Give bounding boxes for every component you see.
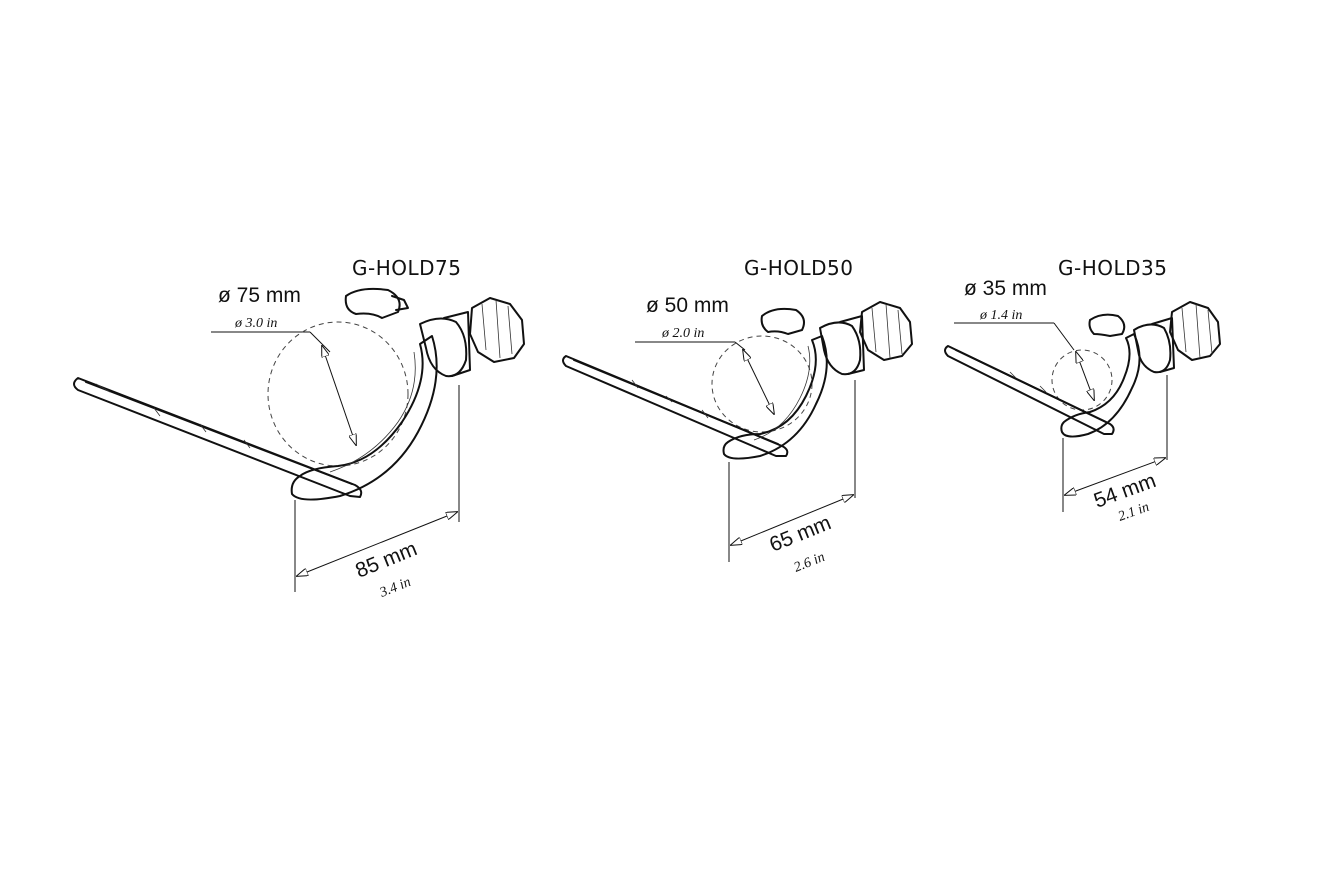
diameter-arrow-g-hold35 (1076, 352, 1094, 400)
diameter-in-label-g-hold35: ø 1.4 in (979, 308, 1022, 323)
width-mm-label-g-hold50: 65 mm (766, 511, 834, 556)
diameter-circle-g-hold50 (711, 335, 813, 433)
holder-drawing-g-hold35 (944, 301, 1221, 438)
diameter-mm-label-g-hold50: ø 50 mm (646, 294, 729, 317)
diameter-arrow-g-hold75 (322, 346, 356, 445)
model-label-g-hold50: G-HOLD50 (744, 256, 854, 280)
diameter-leader-diag-g-hold50 (734, 341, 746, 351)
width-mm-label-g-hold35: 54 mm (1091, 469, 1159, 513)
model-label-g-hold35: G-HOLD35 (1058, 256, 1168, 280)
diameter-leader-diag-g-hold75 (309, 331, 331, 353)
diameter-in-label-g-hold50: ø 2.0 in (661, 326, 704, 341)
width-arrow-g-hold35 (1065, 458, 1165, 495)
holder-g-hold75: G-HOLD75 ø 75 mm ø 3.0 in 85 mm 3.4 in (73, 256, 525, 601)
width-mm-label-g-hold75: 85 mm (352, 537, 420, 582)
holder-g-hold35: G-HOLD35 ø 35 mm ø 1.4 in 54 mm 2.1 in (944, 256, 1221, 525)
width-arrow-g-hold75 (297, 512, 457, 576)
holder-g-hold50: G-HOLD50 ø 50 mm ø 2.0 in 65 mm 2.6 in (562, 256, 913, 576)
width-in-label-g-hold75: 3.4 in (377, 575, 413, 601)
holder-drawing-g-hold50 (562, 301, 913, 460)
diameter-leader-diag-g-hold35 (1053, 322, 1075, 351)
diameter-in-label-g-hold75: ø 3.0 in (234, 316, 277, 331)
holder-drawing-g-hold75 (73, 287, 525, 501)
model-label-g-hold75: G-HOLD75 (352, 256, 462, 280)
diameter-mm-label-g-hold75: ø 75 mm (218, 284, 301, 307)
width-arrow-g-hold50 (731, 495, 853, 545)
diameter-mm-label-g-hold35: ø 35 mm (964, 277, 1047, 300)
diameter-arrow-g-hold50 (743, 350, 774, 414)
width-in-label-g-hold50: 2.6 in (792, 550, 827, 576)
